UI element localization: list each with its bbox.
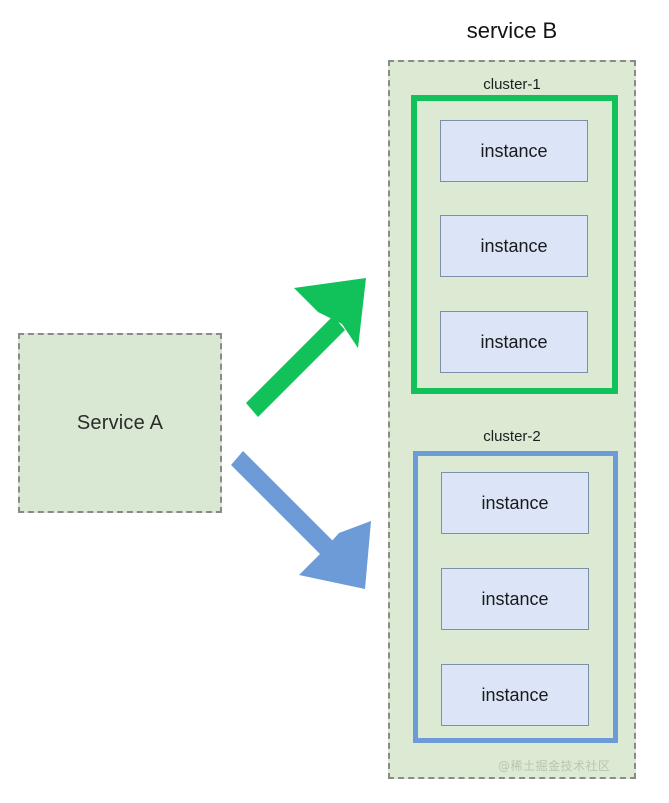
instance-node[interactable]: instance	[440, 215, 588, 277]
instance-node[interactable]: instance	[440, 311, 588, 373]
instance-node[interactable]: instance	[441, 664, 589, 726]
instance-node[interactable]: instance	[441, 472, 589, 534]
service-a-node[interactable]: Service A	[18, 333, 222, 513]
service-a-label: Service A	[76, 411, 164, 434]
instance-node[interactable]: instance	[440, 120, 588, 182]
arrow-to-cluster-1	[246, 278, 366, 417]
cluster-1-label: cluster-1	[483, 76, 541, 93]
cluster-2-label: cluster-2	[483, 428, 541, 445]
cluster-2-box[interactable]	[413, 451, 618, 743]
watermark: @稀土掘金技术社区	[498, 759, 611, 773]
instance-node[interactable]: instance	[441, 568, 589, 630]
service-b-title: service B	[466, 18, 558, 43]
arrow-to-cluster-2	[231, 451, 371, 589]
cluster-1-box[interactable]	[411, 95, 618, 394]
